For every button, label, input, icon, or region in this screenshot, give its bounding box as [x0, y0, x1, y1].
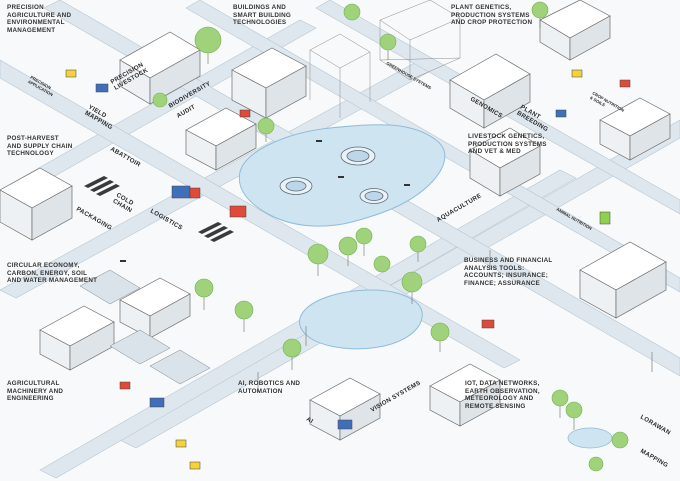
trees	[152, 1, 629, 472]
heading-post-harvest: POST-HARVEST AND SUPPLY CHAIN TECHNOLOGY	[7, 135, 73, 158]
buildings	[0, 0, 671, 441]
aquaculture-tanks	[279, 146, 389, 204]
heading-buildings: BUILDINGS AND SMART BUILDING TECHNOLOGIE…	[233, 4, 292, 27]
lower-pond	[299, 289, 423, 350]
heading-ai-robotics: AI, ROBOTICS AND AUTOMATION	[238, 380, 301, 395]
heading-precision-agriculture: PRECISION AGRICULTURE AND ENVIRONMENTAL …	[7, 4, 72, 34]
heading-circular-economy: CIRCULAR ECONOMY, CARBON, ENERGY, SOIL A…	[7, 262, 98, 285]
vehicles	[65, 69, 631, 470]
heading-plant-genetics: PLANT GENETICS, PRODUCTION SYSTEMS AND C…	[451, 4, 533, 27]
drones	[120, 140, 410, 262]
posts	[257, 250, 653, 392]
label-ai: AI	[305, 416, 314, 425]
heading-livestock: LIVESTOCK GENETICS, PRODUCTION SYSTEMS A…	[468, 133, 547, 156]
heading-business: BUSINESS AND FINANCIAL ANALYSIS TOOLS: A…	[464, 257, 553, 287]
crosswalks	[84, 176, 234, 242]
small-pond	[567, 427, 613, 449]
solar-fields	[79, 269, 211, 385]
heading-iot: IOT, DATA NETWORKS, EARTH OBSERVATION, M…	[465, 380, 540, 410]
heading-machinery: AGRICULTURAL MACHINERY AND ENGINEERING	[7, 380, 64, 403]
upper-pond	[238, 124, 446, 227]
